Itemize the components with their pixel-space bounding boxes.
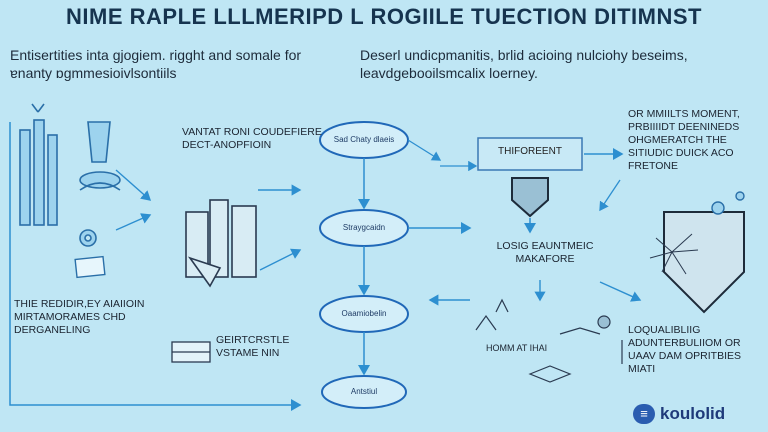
cup-icon	[79, 121, 121, 191]
process-box	[477, 137, 583, 171]
node-1-label: Sad Chaty dlaeis	[333, 135, 395, 144]
node-3-label: Oaamiobelin	[341, 309, 387, 318]
label-upper-left: VANTAT RONI COUDEFIERE DECT-ANOPFIOIN	[182, 126, 322, 151]
shield-icon	[511, 177, 549, 218]
logo-text: koulolid	[660, 404, 726, 423]
label-sketch: HOMM AT IHAI	[486, 343, 548, 353]
label-gate: GEIRTCRSTLE VSTAME NIN	[216, 334, 290, 359]
label-lower-right: LOQUALIBLIIG ADUNTERBULIIOM OR UAAV DAM …	[628, 324, 741, 375]
logo-mark-icon: ≡	[633, 404, 655, 424]
building-icon	[185, 199, 257, 288]
gear-icon	[79, 229, 97, 247]
left-rail	[9, 122, 302, 411]
label-lower-left: THIE REDIDIR,EY AIAIIOIN MIRTAMORAMES CH…	[14, 298, 145, 336]
scene-sketch	[475, 298, 623, 383]
label-process-box: THIFOREENT	[498, 146, 562, 157]
brand-logo: ≡ koulolid	[633, 404, 725, 424]
intro-left: Entisertities inta gjogiem. rigght and s…	[10, 47, 302, 81]
large-shield-icon	[663, 211, 745, 314]
gear-small-icon	[711, 191, 745, 215]
node-4-label: Antstiul	[350, 387, 378, 396]
tower-icon	[19, 103, 58, 226]
intro-right: Deserl undicpmanitis, brlid acioing nulc…	[360, 47, 688, 81]
burst-icon	[649, 233, 699, 275]
node-2-label: Straygcaidn	[342, 223, 386, 232]
label-logic: LOSIG EAUNTMEIC MAKAFORE	[496, 240, 594, 265]
page-title: NIME RAPLE LLLMERIPD L ROGIILE TUECTION …	[66, 4, 702, 29]
bench-icon	[171, 341, 211, 363]
label-upper-right: OR MMIILTS MOMENT, PRBIIIIDT DEENINEDS O…	[628, 108, 740, 172]
node-4	[321, 375, 407, 409]
document-icon	[74, 255, 106, 279]
